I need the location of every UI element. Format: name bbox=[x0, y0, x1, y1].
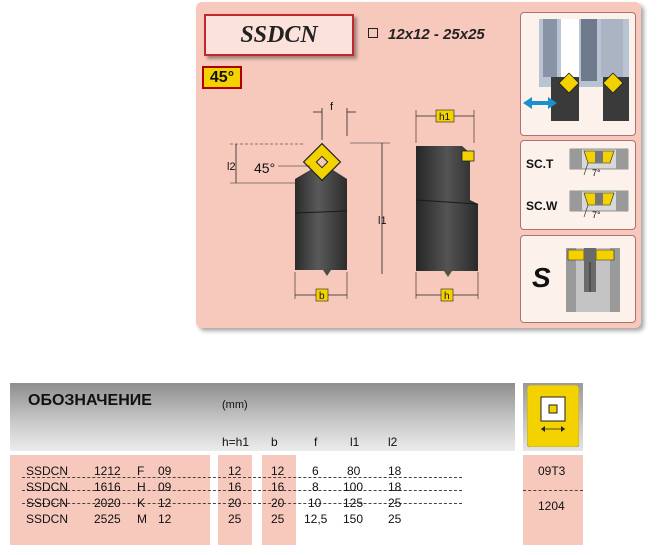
row-letter: F bbox=[137, 464, 145, 478]
insert-shape-icon bbox=[527, 385, 579, 447]
dim-f-label: f bbox=[330, 101, 334, 113]
product-code-title: SSDCN bbox=[204, 14, 354, 56]
row-size: 1616 bbox=[94, 480, 121, 494]
row-size: 2020 bbox=[94, 496, 121, 510]
row-length: 12 bbox=[158, 512, 172, 526]
designation-heading: ОБОЗНАЧЕНИЕ bbox=[28, 392, 152, 409]
row-b: 12 bbox=[271, 464, 285, 478]
row-l1: 150 bbox=[343, 512, 364, 526]
insert-column-band bbox=[523, 455, 583, 545]
screw-clamp-diagram bbox=[566, 248, 620, 312]
row-length: 09 bbox=[158, 464, 172, 478]
row-name: SSDCN bbox=[26, 496, 69, 510]
row-f: 6 bbox=[312, 464, 319, 478]
col-header-l1: l1 bbox=[350, 435, 360, 449]
row-l2: 18 bbox=[388, 464, 402, 478]
row-l2: 25 bbox=[388, 496, 402, 510]
angle-label: 45° bbox=[254, 160, 275, 176]
dim-h1-tag bbox=[435, 109, 455, 123]
row-l1: 125 bbox=[343, 496, 364, 510]
row-h: 16 bbox=[228, 480, 242, 494]
scw-label: SC.W bbox=[526, 199, 558, 213]
dim-l1-label: l1 bbox=[378, 215, 387, 227]
row-name: SSDCN bbox=[26, 480, 69, 494]
h-column-band bbox=[218, 455, 252, 545]
row-separator bbox=[22, 503, 462, 504]
row-l1: 80 bbox=[347, 464, 361, 478]
double-arrow-icon bbox=[523, 97, 557, 109]
insert-side bbox=[461, 150, 475, 162]
insert-front bbox=[302, 142, 342, 182]
dim-b-tag bbox=[315, 288, 329, 302]
dim-h-label: h bbox=[444, 291, 450, 302]
table-header-bar bbox=[10, 383, 515, 451]
sct-label: SC.T bbox=[526, 157, 554, 171]
side-view-body bbox=[416, 146, 478, 277]
side-view-break bbox=[415, 199, 479, 205]
row-l2: 25 bbox=[388, 512, 402, 526]
row-letter: H bbox=[137, 480, 146, 494]
insert-section-diagram: 7° 7° bbox=[569, 148, 629, 220]
row-f: 10 bbox=[308, 496, 322, 510]
dim-l2-label: l2 bbox=[227, 161, 236, 173]
row-h: 12 bbox=[228, 464, 242, 478]
row-separator bbox=[22, 477, 462, 478]
system-letter: S bbox=[532, 262, 551, 293]
col-header-f: f bbox=[314, 435, 318, 449]
insert-code: 09T3 bbox=[538, 464, 566, 478]
clamping-illustration bbox=[523, 19, 629, 121]
row-name: SSDCN bbox=[26, 512, 69, 526]
row-separator bbox=[22, 490, 462, 491]
row-l2: 18 bbox=[388, 480, 402, 494]
col-header-h: h=h1 bbox=[222, 435, 250, 449]
tool-holder-drawing: f l2 45° l1 b h1 h bbox=[227, 101, 479, 302]
size-range: 12x12 - 25x25 bbox=[368, 26, 485, 43]
row-name: SSDCN bbox=[26, 464, 69, 478]
dim-h1-label: h1 bbox=[439, 112, 451, 123]
designation-band bbox=[10, 455, 210, 545]
insert-code: 1204 bbox=[538, 499, 565, 513]
row-size: 2525 bbox=[94, 512, 121, 526]
square-shank-icon bbox=[368, 28, 378, 38]
row-f: 8 bbox=[312, 480, 319, 494]
b-column-band bbox=[262, 455, 296, 545]
insert-separator bbox=[523, 490, 583, 491]
row-letter: K bbox=[137, 496, 146, 510]
dim-h-tag bbox=[440, 288, 454, 302]
row-b: 25 bbox=[271, 512, 285, 526]
row-length: 12 bbox=[158, 496, 172, 510]
row-letter: M bbox=[137, 512, 147, 526]
row-b: 20 bbox=[271, 496, 285, 510]
row-f: 12,5 bbox=[304, 512, 328, 526]
front-view-body bbox=[295, 163, 347, 276]
row-b: 16 bbox=[271, 480, 285, 494]
col-header-l2: l2 bbox=[388, 435, 398, 449]
front-view-break bbox=[294, 210, 348, 214]
size-range-text: 12x12 - 25x25 bbox=[388, 26, 485, 43]
row-l1: 100 bbox=[343, 480, 364, 494]
svg-text:7°: 7° bbox=[592, 210, 601, 220]
row-h: 25 bbox=[228, 512, 242, 526]
row-length: 09 bbox=[158, 480, 172, 494]
svg-text:7°: 7° bbox=[592, 168, 601, 178]
col-header-b: b bbox=[271, 435, 278, 449]
row-h: 20 bbox=[228, 496, 242, 510]
angle-badge: 45° bbox=[202, 66, 242, 89]
row-size: 1212 bbox=[94, 464, 121, 478]
unit-label: (mm) bbox=[222, 399, 248, 411]
dim-b-label: b bbox=[319, 291, 325, 302]
